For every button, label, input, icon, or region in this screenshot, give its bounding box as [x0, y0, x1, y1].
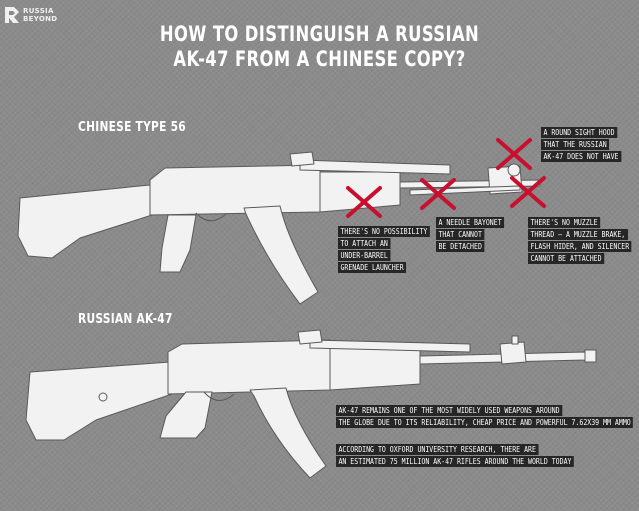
- chinese-magazine: [243, 205, 319, 305]
- note-grenade-line: UNDER-BARREL: [338, 250, 391, 261]
- page-title-line2: AK-47 FROM A CHINESE COPY?: [173, 47, 466, 71]
- cross-muzzle-icon: [510, 176, 546, 208]
- note-grenade-line: THERE'S NO POSSIBILITY: [338, 226, 430, 237]
- brand-name-line1: RUSSIA: [23, 7, 54, 15]
- russian-rifle-label: RUSSIAN AK-47: [78, 312, 173, 327]
- russian-sling-loop: [98, 392, 108, 402]
- note-popularity: AK-47 REMAINS ONE OF THE MOST WIDELY USE…: [336, 405, 634, 429]
- cross-bayonet-icon: [420, 178, 456, 210]
- chinese-gas-tube: [299, 159, 451, 175]
- page-title-line1: HOW TO DISTINGUISH A RUSSIAN: [159, 22, 480, 46]
- note-popularity-line: AK-47 REMAINS ONE OF THE MOST WIDELY USE…: [336, 405, 563, 416]
- russian-trigger-guard: [203, 391, 235, 401]
- chinese-pistol-grip: [159, 214, 197, 273]
- russian-receiver: [167, 339, 331, 395]
- russian-gas-tube: [309, 339, 471, 353]
- note-needle-bayonet: A NEEDLE BAYONET THAT CANNOT BE DETACHED: [436, 217, 505, 253]
- russian-magazine: [249, 387, 327, 479]
- russian-stock: [25, 361, 173, 441]
- chinese-rifle-label: CHINESE TYPE 56: [78, 120, 186, 135]
- brand-name-line2: BEYOND: [23, 15, 58, 23]
- note-grenade-launcher: THERE'S NO POSSIBILITY TO ATTACH AN UNDE…: [338, 226, 430, 274]
- note-muzzle-line: THREAD – A MUZZLE BRAKE,: [528, 229, 628, 240]
- note-muzzle-thread: THERE'S NO MUZZLE THREAD – A MUZZLE BRAK…: [528, 217, 632, 265]
- note-rifle-count: ACCORDING TO OXFORD UNIVERSITY RESEARCH,…: [336, 444, 574, 468]
- russian-pistol-grip: [159, 391, 213, 439]
- chinese-sight-hood: [507, 163, 521, 177]
- note-muzzle-line: FLASH HIDER, AND SILENCER: [528, 241, 632, 252]
- brand-logo-icon: [5, 7, 19, 23]
- russian-rear-sight: [297, 329, 323, 345]
- note-popularity-line: THE GLOBE DUE TO ITS RELIABILITY, CHEAP …: [336, 417, 634, 428]
- note-sight-hood-line: A ROUND SIGHT HOOD: [541, 127, 618, 138]
- note-count-line: AN ESTIMATED 75 MILLION AK-47 RIFLES ARO…: [336, 456, 574, 467]
- russian-sight-post: [511, 335, 519, 345]
- russian-handguard: [329, 347, 421, 391]
- note-grenade-line: TO ATTACH AN: [338, 238, 391, 249]
- brand-logo: RUSSIA BEYOND: [4, 6, 57, 24]
- page-title: HOW TO DISTINGUISH A RUSSIAN AK-47 FROM …: [70, 22, 568, 72]
- note-sight-hood: A ROUND SIGHT HOOD THAT THE RUSSIAN AK-4…: [541, 127, 621, 163]
- note-count-line: ACCORDING TO OXFORD UNIVERSITY RESEARCH,…: [336, 444, 539, 455]
- note-grenade-line: GRENADE LAUNCHER: [338, 262, 407, 273]
- note-sight-hood-line: AK-47 DOES NOT HAVE: [541, 151, 621, 162]
- note-sight-hood-line: THAT THE RUSSIAN: [541, 139, 610, 150]
- chinese-trigger-guard: [195, 212, 227, 222]
- note-bayonet-line: A NEEDLE BAYONET: [436, 217, 505, 228]
- cross-sight-hood-icon: [496, 138, 532, 170]
- russian-muzzle: [584, 349, 597, 363]
- chinese-rear-sight: [289, 151, 315, 167]
- note-bayonet-line: THAT CANNOT: [436, 229, 485, 240]
- note-muzzle-line: CANNOT BE ATTACHED: [528, 253, 605, 264]
- russian-front-sight: [499, 341, 527, 365]
- brand-name: RUSSIA BEYOND: [23, 7, 57, 23]
- note-bayonet-line: BE DETACHED: [436, 241, 485, 252]
- note-muzzle-line: THERE'S NO MUZZLE: [528, 217, 601, 228]
- cross-grenade-icon: [346, 186, 382, 218]
